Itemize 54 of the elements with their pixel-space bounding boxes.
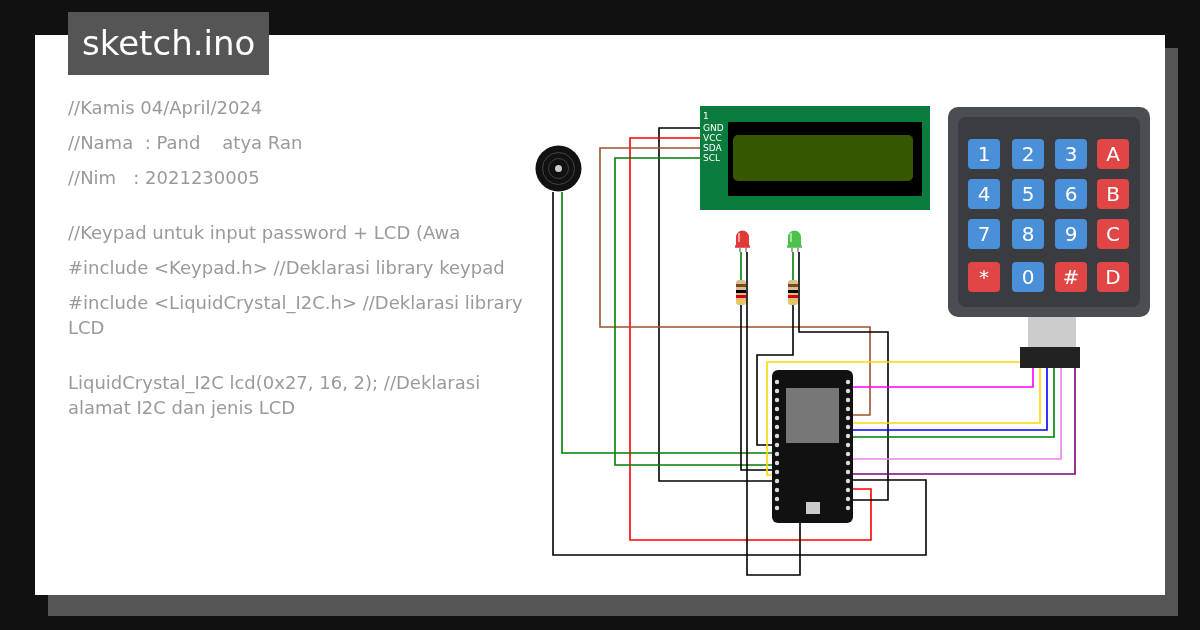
keypad-key: 3	[1055, 139, 1087, 169]
keypad-key: D	[1097, 262, 1129, 292]
wire	[798, 251, 889, 501]
wire	[740, 251, 742, 281]
keypad-key: *	[968, 262, 1000, 292]
lcd-drawing	[700, 106, 930, 210]
led-drawing	[734, 228, 751, 252]
wire	[852, 367, 1062, 460]
microcontroller-board-drawing	[772, 370, 853, 523]
keypad-key: 6	[1055, 179, 1087, 209]
wire	[658, 127, 773, 482]
buzzer-drawing	[535, 145, 582, 192]
wire	[614, 157, 773, 466]
code-line: #include <LiquidCrystal_I2C.h> //Deklarasi library LCD	[68, 291, 523, 340]
wire	[746, 251, 801, 576]
wire	[756, 304, 794, 446]
wire	[629, 137, 872, 541]
keypad-key: 4	[968, 179, 1000, 209]
wire	[740, 304, 773, 471]
keypad-key: 1	[968, 139, 1000, 169]
wire	[852, 367, 1034, 388]
pin-label: GND	[703, 124, 724, 133]
pin-label: SCL	[703, 154, 720, 163]
keypad-key: B	[1097, 179, 1129, 209]
wire	[792, 251, 794, 281]
pin-label: 1	[703, 112, 709, 121]
keypad-key: C	[1097, 219, 1129, 249]
keypad-key: #	[1055, 262, 1087, 292]
led-drawing	[786, 228, 803, 252]
pin-label: VCC	[703, 134, 722, 143]
keypad-key: 2	[1012, 139, 1044, 169]
keypad-key: 7	[968, 219, 1000, 249]
file-tab: sketch.ino	[68, 12, 270, 75]
code-line: //Keypad untuk input password + LCD (Awa	[68, 221, 462, 245]
wire	[561, 191, 773, 454]
code-fragment: atya Ran	[222, 132, 303, 153]
keypad-key: 0	[1012, 262, 1044, 292]
keypad-drawing	[948, 107, 1150, 368]
resistor-drawing	[787, 280, 799, 305]
code-line: //Nim : 2021230005	[68, 166, 261, 190]
wire	[766, 361, 1021, 476]
code-fragment: //Nama : Pand	[68, 132, 201, 153]
keypad-key: 5	[1012, 179, 1044, 209]
keypad-key: 9	[1055, 219, 1087, 249]
code-line: #include <Keypad.h> //Deklarasi library keypad	[68, 256, 506, 280]
keypad-key: 8	[1012, 219, 1044, 249]
wire	[852, 367, 1076, 475]
wire	[552, 191, 927, 556]
code-line: //Kamis 04/April/2024	[68, 96, 264, 120]
code-line: LiquidCrystal_I2C lcd(0x27, 16, 2); //Deklarasi alamat I2C dan jenis LCD	[68, 371, 482, 420]
keypad-key: A	[1097, 139, 1129, 169]
wire	[599, 147, 871, 416]
pin-label: SDA	[703, 144, 722, 153]
resistor-drawing	[735, 280, 747, 305]
